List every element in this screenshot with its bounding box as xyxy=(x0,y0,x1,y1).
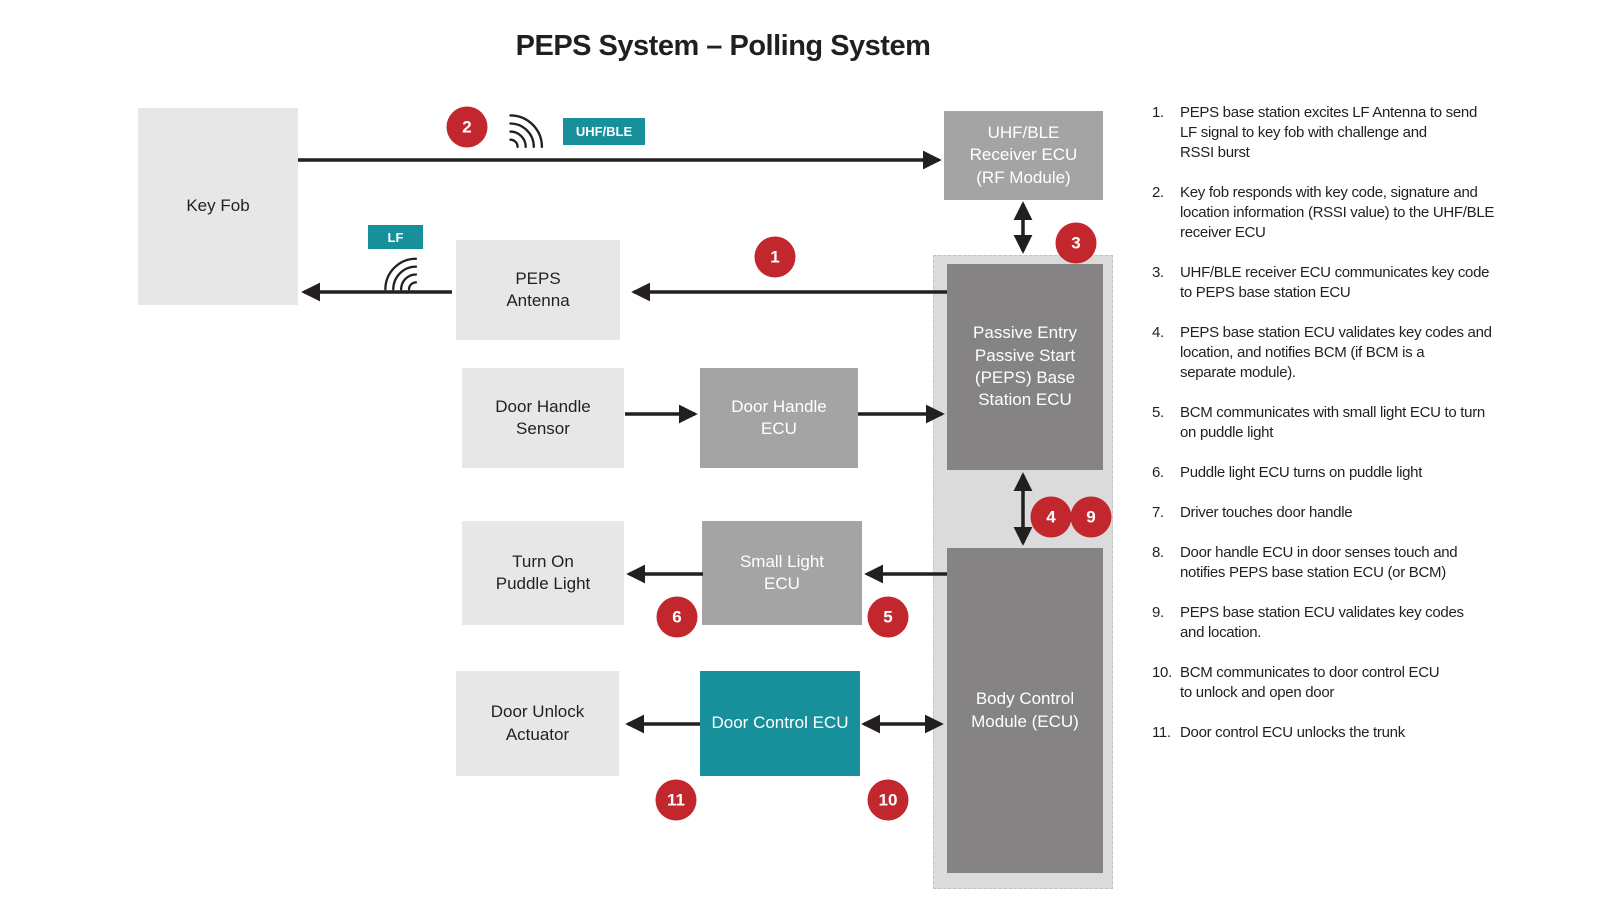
step-item-11: 11. Door control ECU unlocks the trunk xyxy=(1152,723,1592,743)
step-text: BCM communicates with small light ECU to… xyxy=(1180,404,1485,441)
step-text: Door handle ECU in door senses touch and… xyxy=(1180,544,1458,581)
node-peps-antenna-label: PEPS Antenna xyxy=(506,268,570,310)
step-item-5: 5. BCM communicates with small light ECU … xyxy=(1152,403,1592,443)
step-text: BCM communicates to door control ECU to … xyxy=(1180,664,1440,701)
node-uhf-ble-receiver-ecu-label: UHF/BLE Receiver ECU (RF Module) xyxy=(969,122,1078,187)
step-number: 5. xyxy=(1152,404,1164,421)
node-door-handle-ecu: Door Handle ECU xyxy=(700,368,858,468)
step-number: 7. xyxy=(1152,504,1164,521)
step-badge-9: 9 xyxy=(1070,496,1112,538)
step-number: 1. xyxy=(1152,104,1164,121)
uhf-ble-tag: UHF/BLE xyxy=(563,118,645,145)
step-list: 1. PEPS base station excites LF Antenna t… xyxy=(1152,103,1592,763)
step-badge-6: 6 xyxy=(656,596,698,638)
node-door-unlock-actuator-label: Door Unlock Actuator xyxy=(490,702,585,744)
node-body-control-module: Body Control Module (ECU) xyxy=(947,548,1103,873)
step-number: 2. xyxy=(1152,184,1164,201)
step-item-10: 10. BCM communicates to door control ECU … xyxy=(1152,663,1592,703)
step-badge-2: 2 xyxy=(446,106,488,148)
step-item-6: 6. Puddle light ECU turns on puddle light xyxy=(1152,463,1592,483)
step-text: PEPS base station excites LF Antenna to … xyxy=(1180,104,1477,161)
step-text: PEPS base station ECU validates key code… xyxy=(1180,324,1492,381)
step-item-4: 4. PEPS base station ECU validates key co… xyxy=(1152,323,1592,383)
node-door-handle-sensor-label: Door Handle Sensor xyxy=(495,396,591,438)
uhf-radio-waves-icon xyxy=(509,114,544,149)
node-peps-base-station-ecu: Passive Entry Passive Start (PEPS) Base … xyxy=(947,264,1103,470)
node-door-control-ecu-label: Door Control ECU xyxy=(711,713,849,733)
node-door-handle-ecu-label: Door Handle ECU xyxy=(731,396,827,438)
step-badge-10: 10 xyxy=(867,779,909,821)
step-number: 9. xyxy=(1152,604,1164,621)
lf-tag: LF xyxy=(368,225,423,249)
node-key-fob: Key Fob xyxy=(138,108,298,305)
page-title: PEPS System – Polling System xyxy=(515,30,931,62)
step-badge-3: 3 xyxy=(1055,222,1097,264)
step-number: 3. xyxy=(1152,264,1164,281)
step-text: PEPS base station ECU validates key code… xyxy=(1180,604,1464,641)
lf-tag-label: LF xyxy=(387,229,404,245)
uhf-ble-tag-label: UHF/BLE xyxy=(575,124,633,139)
node-door-control-ecu: Door Control ECU xyxy=(700,671,860,776)
node-uhf-ble-receiver-ecu: UHF/BLE Receiver ECU (RF Module) xyxy=(944,111,1103,200)
step-item-2: 2. Key fob responds with key code, signat… xyxy=(1152,183,1592,243)
node-door-handle-sensor: Door Handle Sensor xyxy=(462,368,624,468)
node-body-control-module-label: Body Control Module (ECU) xyxy=(971,689,1079,731)
step-item-9: 9. PEPS base station ECU validates key co… xyxy=(1152,603,1592,643)
step-text: Door control ECU unlocks the trunk xyxy=(1180,724,1405,741)
node-turn-on-puddle-light: Turn On Puddle Light xyxy=(462,521,624,625)
step-number: 8. xyxy=(1152,544,1164,561)
step-text: UHF/BLE receiver ECU communicates key co… xyxy=(1180,264,1490,301)
lf-radio-waves-icon xyxy=(384,257,418,291)
step-text: Driver touches door handle xyxy=(1180,504,1353,521)
step-badge-1: 1 xyxy=(754,236,796,278)
step-item-3: 3. UHF/BLE receiver ECU communicates key … xyxy=(1152,263,1592,303)
node-turn-on-puddle-light-label: Turn On Puddle Light xyxy=(495,551,591,593)
step-text: Puddle light ECU turns on puddle light xyxy=(1180,464,1423,481)
step-number: 10. xyxy=(1152,664,1172,681)
step-badge-11: 11 xyxy=(655,779,697,821)
node-peps-antenna: PEPS Antenna xyxy=(456,240,620,340)
step-badge-4: 4 xyxy=(1030,496,1072,538)
step-item-1: 1. PEPS base station excites LF Antenna t… xyxy=(1152,103,1592,163)
step-item-7: 7. Driver touches door handle xyxy=(1152,503,1592,523)
node-peps-base-station-ecu-label: Passive Entry Passive Start (PEPS) Base … xyxy=(973,323,1077,410)
node-small-light-ecu-label: Small Light ECU xyxy=(739,551,825,593)
step-item-8: 8. Door handle ECU in door senses touch a… xyxy=(1152,543,1592,583)
step-number: 11. xyxy=(1152,724,1171,741)
step-number: 6. xyxy=(1152,464,1164,481)
node-door-unlock-actuator: Door Unlock Actuator xyxy=(456,671,619,776)
step-number: 4. xyxy=(1152,324,1164,341)
step-text: Key fob responds with key code, signatur… xyxy=(1180,184,1495,241)
node-small-light-ecu: Small Light ECU xyxy=(702,521,862,625)
node-key-fob-label: Key Fob xyxy=(186,196,250,216)
step-badge-5: 5 xyxy=(867,596,909,638)
